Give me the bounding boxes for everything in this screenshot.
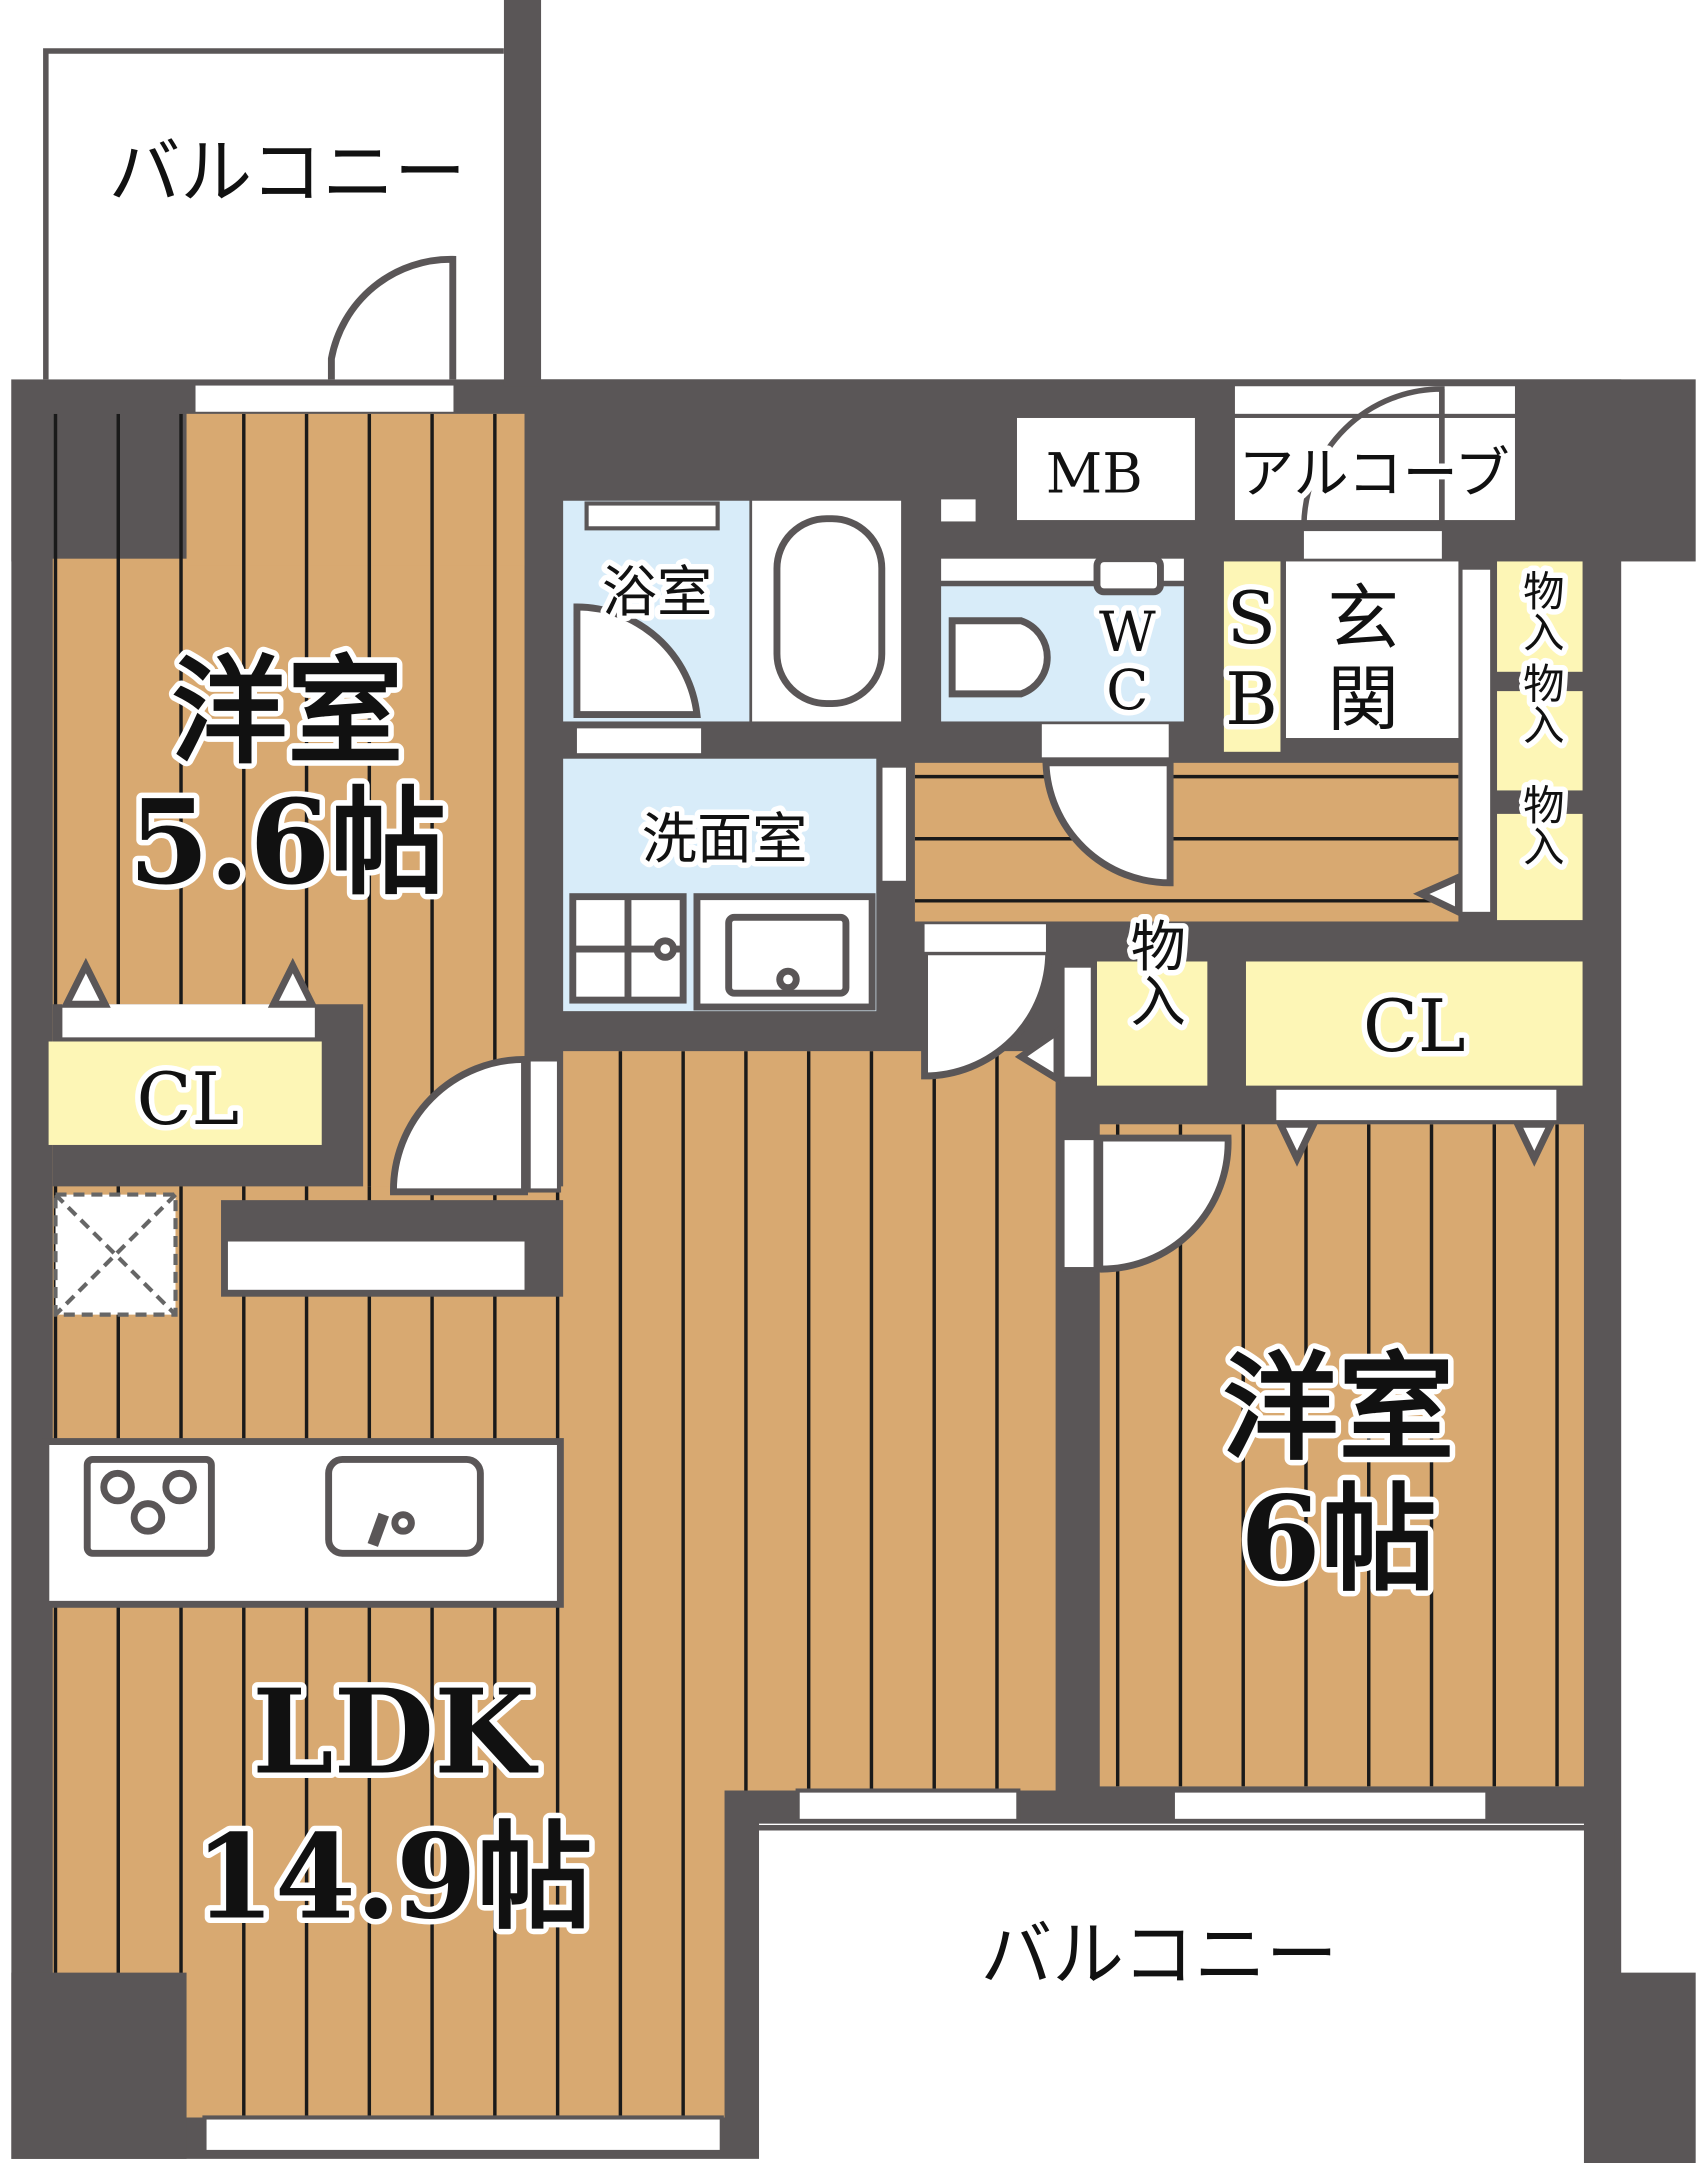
label-closet-1: CL [137,1057,240,1141]
room-ldk [11,1051,1056,2159]
alcove [1234,417,1515,521]
entrance [1285,561,1459,739]
label-wc-1: W [1099,601,1156,665]
label-room2-name: 洋室 [1223,1340,1455,1476]
storage-2[interactable] [1497,691,1583,791]
label-bath: 浴室 [602,561,712,625]
label-room1-name: 洋室 [171,644,403,780]
bathroom [563,500,902,754]
label-room2-size: 6帖 [1240,1471,1436,1607]
meter-box [1016,417,1195,521]
balcony-door[interactable] [327,255,457,380]
label-closet-2: CL [1363,984,1466,1068]
sink-icon [325,1456,484,1557]
label-storage-4: 物入 [1120,917,1185,1027]
wc-door[interactable] [1042,759,1174,887]
label-entrance-2: 関 [1327,657,1399,741]
label-sb-1: S [1227,576,1276,660]
bath-door[interactable] [573,603,701,719]
window-ldk [202,2115,724,2155]
hallway [914,569,1491,1080]
label-room1-size: 5.6帖 [129,775,446,911]
entrance-area [941,386,1583,921]
shoe-box[interactable] [1223,561,1281,752]
bathtub-icon [773,515,886,707]
storage-1[interactable] [1497,561,1583,672]
label-storage-1a: 物入 [1516,570,1564,653]
label-ldk-name: LDK [252,1665,539,1801]
label-alcove: アルコーブ [1239,442,1510,506]
room1-door[interactable] [390,1055,528,1196]
label-mb: MB [1046,442,1143,506]
storage-3[interactable] [1497,813,1583,921]
room-western-2 [795,961,1584,1823]
room-western-1 [48,413,525,1205]
balcony-bottom [759,1823,1620,2163]
label-storage-3: 物入 [1516,784,1564,867]
label-balcony-top: バルコニー [109,130,466,214]
label-storage-2: 物入 [1516,662,1564,745]
ldk-door[interactable] [921,948,1053,1080]
room2-door[interactable] [1096,1134,1232,1273]
label-wc-2: C [1106,659,1148,723]
closet-2[interactable] [1245,961,1583,1086]
storage-4[interactable] [1096,961,1208,1086]
closet-1[interactable] [48,1041,322,1145]
toilet-icon [948,617,1051,698]
label-washroom: 洗面室 [642,808,807,872]
washroom [563,758,911,1012]
toilet-room [941,555,1184,722]
front-door[interactable] [1301,386,1445,525]
balcony-top [11,0,504,416]
label-balcony-bottom: バルコニー [980,1913,1337,1997]
label-ldk-size: 14.9帖 [194,1809,592,1945]
label-sb-2: B [1225,657,1278,741]
label-entrance-1: 玄 [1327,576,1399,660]
